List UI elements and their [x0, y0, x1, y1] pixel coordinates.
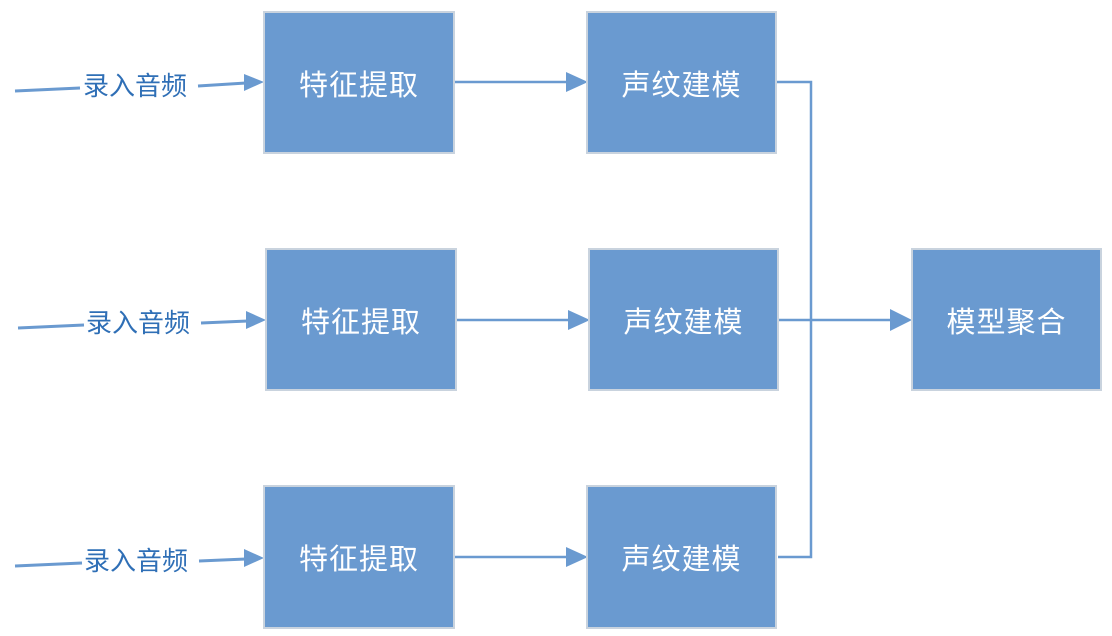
voiceprint-model-label-1: 声纹建模 [621, 67, 742, 102]
arrowhead-model-2 [568, 310, 590, 330]
feature-extraction-box-2: 特征提取 [265, 248, 457, 391]
feature-extraction-box-1: 特征提取 [263, 11, 455, 154]
feature-extraction-label-1: 特征提取 [298, 67, 419, 102]
input-line-2 [17, 323, 85, 330]
model-aggregation-label: 模型聚合 [946, 304, 1067, 339]
voiceprint-model-label-3: 声纹建模 [621, 542, 742, 576]
feature-extraction-box-3: 特征提取 [263, 485, 455, 629]
feature-extraction-label-2: 特征提取 [300, 304, 421, 339]
voiceprint-model-label-2: 声纹建模 [623, 304, 744, 339]
voiceprint-model-box-3: 声纹建模 [586, 485, 777, 629]
model-aggregation-box: 模型聚合 [911, 248, 1102, 391]
voiceprint-model-box-1: 声纹建模 [586, 11, 777, 154]
input-label-3: 录入音频 [84, 547, 189, 577]
input-line-2-b [200, 319, 249, 325]
arrowhead-input-3 [244, 549, 264, 567]
arrowhead-input-2 [246, 311, 266, 329]
voiceprint-model-box-2: 声纹建模 [588, 248, 779, 391]
arrowhead-model-1 [566, 72, 588, 92]
input-line-1-b [197, 81, 247, 88]
input-line-3-b [198, 557, 247, 563]
arrowhead-input-1 [244, 74, 264, 91]
input-line-1 [14, 86, 81, 93]
input-label-2: 录入音频 [86, 309, 191, 339]
arrowhead-aggregate [890, 309, 912, 331]
input-label-1: 录入音频 [83, 72, 188, 102]
feature-extraction-label-3: 特征提取 [298, 542, 419, 576]
input-line-3 [14, 561, 83, 568]
arrowhead-model-3 [566, 547, 588, 567]
